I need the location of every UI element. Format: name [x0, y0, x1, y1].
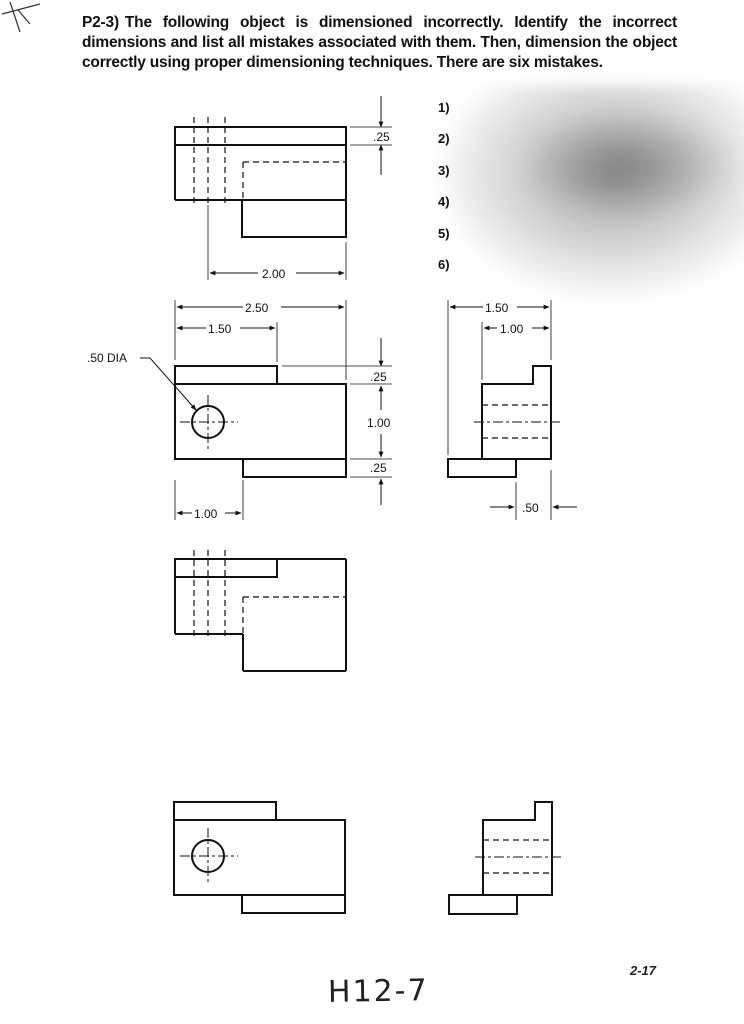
- top-view-blank: [174, 550, 347, 672]
- dim-top-height: .25: [373, 130, 390, 144]
- mistake-item-3: 3): [438, 162, 450, 178]
- dim-front-middle: 1.00: [367, 416, 391, 430]
- mistake-item-2: 2): [438, 131, 450, 147]
- dim-top-width: 2.00: [262, 267, 286, 281]
- front-view-dimensioned: [140, 300, 392, 520]
- side-view-blank: [448, 801, 562, 915]
- mistake-list: 1) 2) 3) 4) 5) 6): [438, 100, 450, 288]
- problem-statement: P2-3)The following object is dimensioned…: [82, 13, 677, 73]
- problem-text: The following object is dimensioned inco…: [82, 14, 677, 71]
- dim-hole-location: 1.00: [194, 507, 218, 521]
- handwritten-note: H12-7: [327, 973, 429, 1010]
- pen-mark: [1, 1, 41, 33]
- problem-number: P2-3): [82, 14, 119, 31]
- dim-side-overall-width: 1.50: [485, 301, 509, 315]
- mistake-item-4: 4): [438, 194, 450, 210]
- side-view-dimensioned: [447, 300, 577, 520]
- dim-side-step-width: 1.00: [500, 322, 524, 336]
- dim-front-top-step: .25: [370, 370, 387, 384]
- mistake-item-5: 5): [438, 225, 450, 241]
- front-view-blank: [173, 801, 346, 914]
- dim-front-step-width: 1.50: [208, 322, 232, 336]
- page-number: 2-17: [630, 963, 657, 978]
- dim-front-bottom-step: .25: [370, 461, 387, 475]
- mistake-item-1: 1): [438, 100, 450, 115]
- dim-side-base: .50: [522, 501, 539, 515]
- top-view-dimensioned: [174, 96, 392, 280]
- mistake-item-6: 6): [438, 256, 450, 272]
- dim-hole-callout: .50 DIA: [87, 351, 127, 365]
- dim-front-overall-width: 2.50: [245, 301, 269, 315]
